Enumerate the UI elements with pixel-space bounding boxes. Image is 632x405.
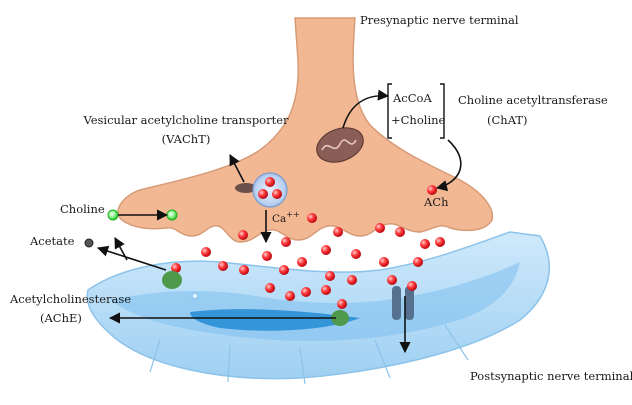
ach-molecule-icon (262, 251, 272, 261)
ach-molecule-icon (420, 239, 430, 249)
ach-molecule-icon (387, 275, 397, 285)
ach-molecule-icon (333, 227, 343, 237)
ach-molecule-icon (265, 177, 275, 187)
postsynaptic-label: Postsynaptic nerve terminal (470, 369, 632, 383)
arrow-to-acetate (98, 248, 166, 270)
ach-molecule-icon (301, 287, 311, 297)
ach-molecule-icon (347, 275, 357, 285)
ach-molecule-icon (375, 223, 385, 233)
ach-molecule-icon (201, 247, 211, 257)
acetate-molecule-icon (85, 239, 93, 247)
ach-molecule-icon (307, 213, 317, 223)
choline-molecule-icon (167, 210, 177, 220)
ach-molecule-icon (218, 261, 228, 271)
vacht-label-line1: Vesicular acetylcholine transporter (82, 113, 289, 127)
ach-molecule-icon (297, 257, 307, 267)
vacht-label-line2: (VAChT) (162, 132, 211, 146)
ach-molecule-icon (427, 185, 437, 195)
ach-molecule-icon (321, 245, 331, 255)
ach-molecule-icon (238, 230, 248, 240)
chat-label-line1: Choline acetyltransferase (458, 93, 608, 107)
ache-label-line2: (AChE) (40, 311, 82, 325)
ach-molecule-icon (279, 265, 289, 275)
vesicle-small-icon (192, 293, 198, 299)
ach-label: ACh (423, 195, 449, 209)
ach-molecule-icon (413, 257, 423, 267)
ach-molecule-icon (435, 237, 445, 247)
ach-molecule-icon (325, 271, 335, 281)
ach-molecule-icon (265, 283, 275, 293)
acetate-label: Acetate (29, 234, 75, 248)
ach-molecule-icon (239, 265, 249, 275)
ach-molecule-icon (395, 227, 405, 237)
ach-molecule-icon (351, 249, 361, 259)
acoa-label-line2: +Choline (391, 113, 446, 127)
choline-label: Choline (60, 202, 105, 216)
choline-molecule-icon (108, 210, 118, 220)
acoa-label-line1: AcCoA (392, 91, 432, 105)
ach-molecule-icon (407, 281, 417, 291)
synaptic-vesicle-icon (253, 173, 287, 207)
ach-molecule-icon (321, 285, 331, 295)
ach-molecule-icon (258, 189, 268, 199)
ach-molecule-icon (285, 291, 295, 301)
chat-label-line2: (ChAT) (487, 113, 528, 127)
postsynaptic-terminal (87, 232, 549, 384)
ach-molecule-icon (281, 237, 291, 247)
presynaptic-label: Presynaptic nerve terminal (360, 13, 519, 27)
ach-molecule-icon (272, 189, 282, 199)
ach-molecule-icon (337, 299, 347, 309)
ach-molecule-icon (379, 257, 389, 267)
ache-label-line1: Acetylcholinesterase (9, 292, 131, 306)
